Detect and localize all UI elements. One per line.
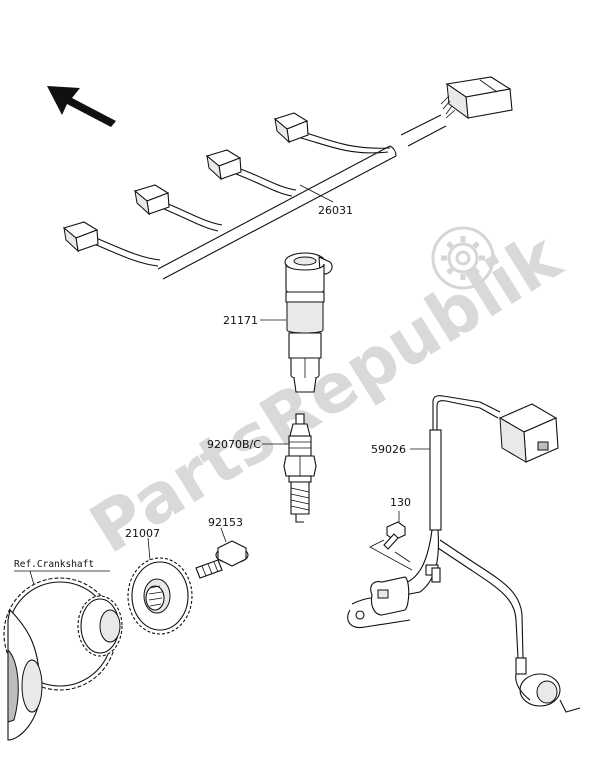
part-label-21171: 21171	[223, 314, 258, 327]
bolt-130: 130	[369, 496, 413, 571]
coil-connector-2	[205, 149, 297, 197]
harness-main-connector	[440, 76, 513, 120]
spark-plug-92070: 92070B/C	[207, 413, 317, 523]
crankshaft-reference: Ref.Crankshaft	[3, 559, 123, 741]
part-label-92070BC: 92070B/C	[207, 438, 261, 451]
sensor-connector	[498, 403, 559, 463]
wire-harness-26031: 26031	[62, 76, 513, 280]
gear-icon	[431, 226, 495, 290]
coil-connector-3	[133, 184, 223, 232]
sensor-probe	[515, 657, 581, 713]
reference-label: Ref.Crankshaft	[14, 559, 94, 570]
coil-connector-4	[62, 221, 161, 267]
bolt-92153: 92153	[195, 516, 249, 579]
part-label-130: 130	[390, 496, 411, 509]
part-label-21007: 21007	[125, 527, 160, 540]
coil-connector-1	[273, 112, 391, 154]
timing-rotor-21007: 21007	[125, 527, 193, 635]
part-label-59026: 59026	[371, 443, 406, 456]
ignition-coil-21171: 21171	[223, 252, 333, 393]
sensor-pickup	[347, 576, 411, 629]
arrow-up-left-icon	[47, 86, 116, 127]
part-label-26031: 26031	[318, 204, 353, 217]
part-label-92153: 92153	[208, 516, 243, 529]
crank-sensor-59026: 59026	[347, 395, 581, 713]
